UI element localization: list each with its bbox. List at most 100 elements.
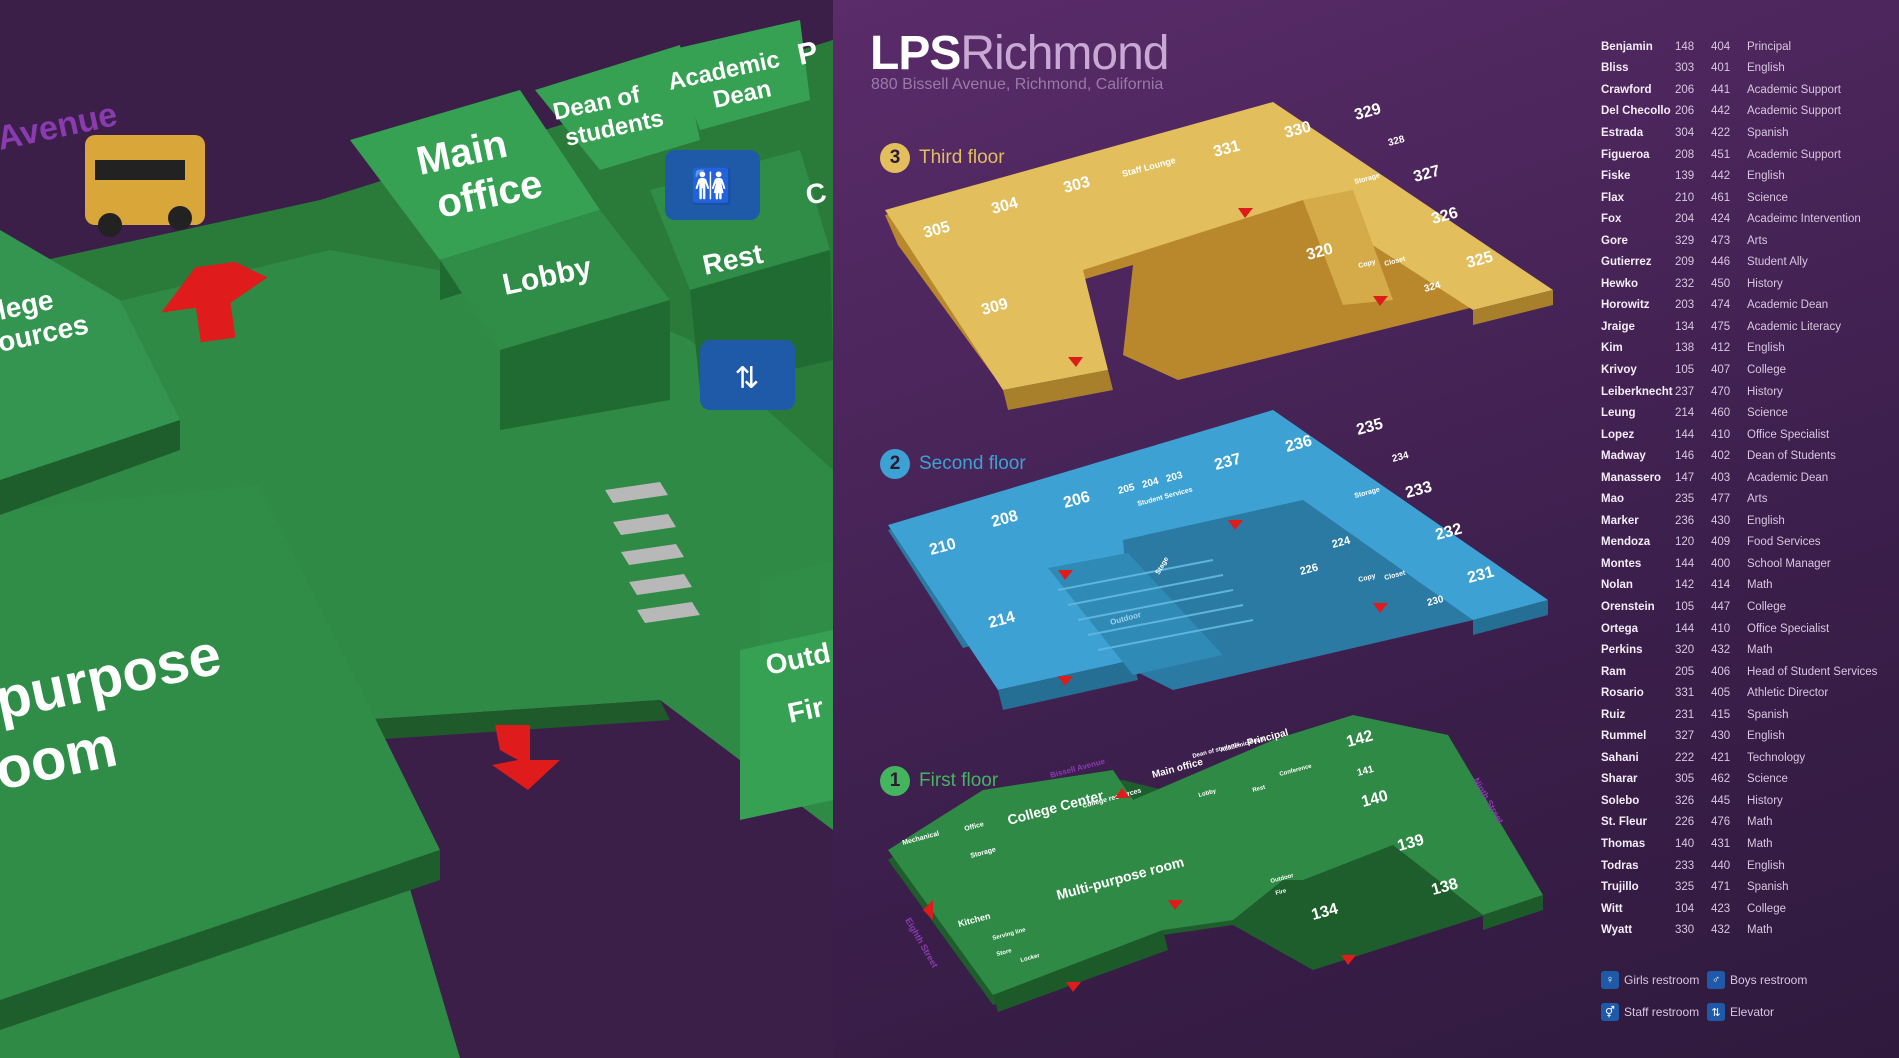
room-label: 237 [1213, 451, 1243, 474]
directory-dept: Arts [1747, 493, 1768, 506]
directory-phone: 471 [1711, 881, 1731, 894]
directory-phone: 432 [1711, 924, 1731, 937]
floor-label-text: First floor [919, 770, 999, 791]
directory-dept: Technology [1747, 751, 1806, 764]
girls-restroom-icon: ♀ [1601, 971, 1619, 989]
directory-name: Nolan [1601, 579, 1633, 592]
directory-phone: 447 [1711, 600, 1731, 613]
directory-name: Hewko [1601, 277, 1639, 290]
directory-phone: 402 [1711, 450, 1731, 463]
directory-dept: History [1747, 277, 1783, 290]
directory-name: Jraige [1601, 320, 1635, 333]
directory-room: 203 [1675, 299, 1695, 312]
room-label: 236 [1284, 433, 1314, 456]
room-label: 327 [1412, 163, 1442, 186]
directory-dept: Academic Dean [1747, 299, 1829, 312]
directory-phone: 424 [1711, 213, 1731, 226]
directory-room: 325 [1675, 881, 1695, 894]
directory-row: Trujillo 325 471 Spanish [1601, 876, 1891, 898]
floor-number-badge: 1 [880, 766, 910, 796]
directory-room: 326 [1675, 794, 1695, 807]
directory-phone: 430 [1711, 730, 1731, 743]
room-label: 326 [1430, 205, 1460, 228]
directory-name: Flax [1601, 191, 1625, 204]
floor-plans: 305 304 303 Staff Lounge 331 330 329 328… [885, 101, 1553, 1012]
room-label: Lobby [1198, 788, 1218, 799]
svg-text:⇅: ⇅ [734, 361, 759, 396]
room-label: 303 [1062, 174, 1092, 197]
svg-text:🚻: 🚻 [691, 167, 733, 207]
directory-phone: 446 [1711, 256, 1731, 269]
directory-name: Bliss [1601, 62, 1629, 75]
room-label: Office [964, 821, 985, 833]
directory-room: 320 [1675, 644, 1695, 657]
directory-dept: School Manager [1747, 557, 1831, 570]
directory-dept: Academic Support [1747, 83, 1841, 96]
directory-name: Horowitz [1601, 299, 1650, 312]
room-label: 305 [922, 219, 952, 242]
second-floor-plan: 210 208 206 205 204 203 Student Services… [888, 410, 1548, 710]
directory-name: Leung [1601, 407, 1636, 420]
directory-room: 210 [1675, 191, 1695, 204]
room-label: 309 [980, 296, 1010, 319]
room-label: 235 [1355, 416, 1385, 439]
directory-dept: History [1747, 794, 1783, 807]
directory-dept: Science [1747, 191, 1788, 204]
directory-name: Fiske [1601, 170, 1631, 183]
directory-room: 206 [1675, 105, 1695, 118]
directory-room: 231 [1675, 708, 1695, 721]
directory-phone: 410 [1711, 622, 1731, 635]
directory-room: 222 [1675, 751, 1695, 764]
room-label: 325 [1465, 249, 1495, 272]
floor-label-text: Second floor [919, 453, 1026, 474]
zoom-fire: Fir [785, 691, 827, 729]
zoom-detail-panel: 🚻 ⇅ Avenue Main office Dean of students … [0, 0, 833, 1058]
directory-phone: 441 [1711, 83, 1731, 96]
floor-number-badge: 3 [880, 143, 910, 173]
directory-name: Montes [1601, 557, 1642, 570]
directory-phone: 423 [1711, 902, 1731, 915]
directory-name: Witt [1601, 902, 1623, 915]
floor-number-badge: 2 [880, 449, 910, 479]
directory-phone: 404 [1711, 40, 1731, 53]
directory-room: 105 [1675, 363, 1695, 376]
directory-phone: 451 [1711, 148, 1731, 161]
room-label: 324 [1423, 280, 1442, 295]
directory-dept: College [1747, 600, 1786, 613]
floor-label-first: 1 First floor [880, 766, 998, 796]
boys-restroom-icon: ♂ [1707, 971, 1725, 989]
directory-dept: Academic Support [1747, 148, 1841, 161]
directory-dept: Spanish [1747, 881, 1789, 894]
directory-phone: 422 [1711, 126, 1731, 139]
room-label: 134 [1310, 901, 1340, 924]
directory-name: Trujillo [1601, 881, 1639, 894]
directory-room: 134 [1675, 320, 1695, 333]
directory-room: 144 [1675, 622, 1695, 635]
directory-room: 305 [1675, 773, 1695, 786]
directory-room: 142 [1675, 579, 1695, 592]
room-label: 230 [1426, 594, 1445, 609]
room-label: Copy [1358, 259, 1377, 270]
directory-room: 304 [1675, 126, 1695, 139]
directory-phone: 430 [1711, 514, 1731, 527]
directory-phone: 477 [1711, 493, 1731, 506]
room-label: Fire [1275, 888, 1288, 897]
directory-phone: 421 [1711, 751, 1731, 764]
